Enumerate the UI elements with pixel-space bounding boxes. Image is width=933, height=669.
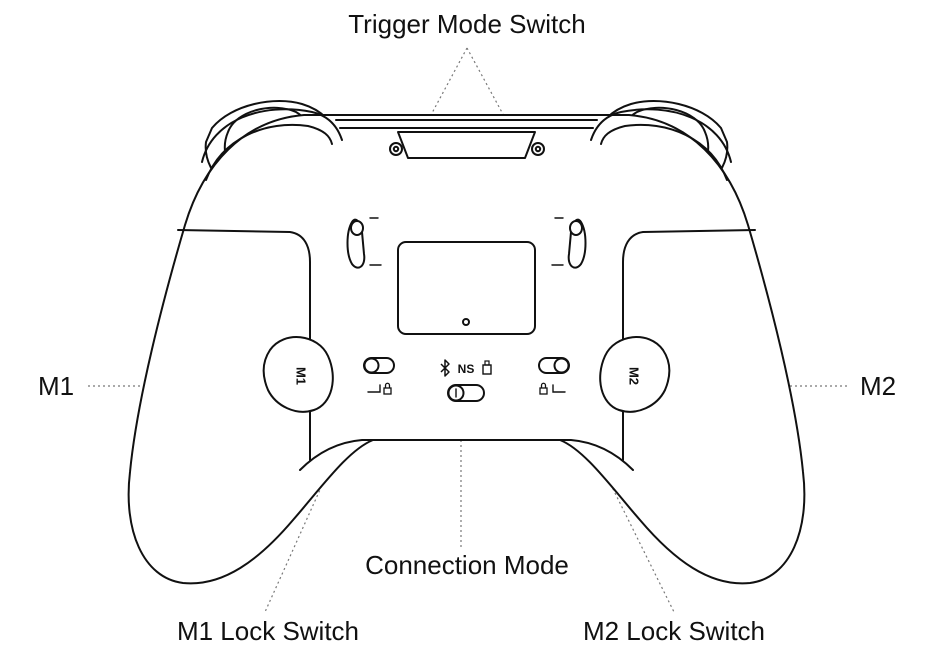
usb-icon xyxy=(482,360,492,375)
right-grip-seam xyxy=(622,229,756,461)
top-center-notch xyxy=(397,131,536,159)
label-trigger-mode-switch: Trigger Mode Switch xyxy=(348,9,585,39)
battery-cover-hole xyxy=(462,318,470,326)
trigger-mode-switch-left[interactable] xyxy=(346,217,382,269)
connection-mode-switch[interactable]: NS xyxy=(440,359,492,402)
m1-button-shape[interactable] xyxy=(262,336,334,413)
left-grip-seam xyxy=(177,229,311,461)
left-bumper xyxy=(201,108,343,163)
m1-button-text: M1 xyxy=(294,367,309,385)
right-bumper xyxy=(590,108,732,163)
bluetooth-icon xyxy=(440,359,450,377)
connection-mode-ns-text: NS xyxy=(458,362,475,376)
m2-lock-switch-knob[interactable] xyxy=(553,357,570,374)
label-m2: M2 xyxy=(860,371,896,401)
battery-cover xyxy=(397,241,536,335)
controller-shell xyxy=(127,114,806,585)
lock-icon xyxy=(383,382,392,395)
screw-right-center xyxy=(534,145,542,153)
leader-m1-lock xyxy=(264,371,374,613)
trigger-switch-left-knob[interactable] xyxy=(350,220,364,236)
m1-button[interactable]: M1 xyxy=(262,336,334,413)
m1-lock-unlock-mark xyxy=(367,384,381,393)
left-bumper-inner xyxy=(205,124,333,181)
screw-left-center xyxy=(392,145,400,153)
m2-button[interactable]: M2 xyxy=(599,336,671,413)
label-m2-lock-switch: M2 Lock Switch xyxy=(583,616,765,646)
m2-lock-unlock-mark xyxy=(552,384,566,393)
label-connection-mode: Connection Mode xyxy=(365,550,569,580)
trigger-mode-switch-right[interactable] xyxy=(551,217,587,269)
label-m1: M1 xyxy=(38,371,74,401)
lower-arch xyxy=(299,439,634,471)
m2-lock-switch[interactable] xyxy=(538,357,570,395)
right-bumper-inner xyxy=(600,124,728,181)
lock-icon xyxy=(539,382,548,395)
trigger-switch-right-knob[interactable] xyxy=(569,220,583,236)
m1-lock-switch[interactable] xyxy=(363,357,395,395)
controller-body xyxy=(127,100,806,585)
m1-lock-switch-knob[interactable] xyxy=(363,357,380,374)
m2-button-shape[interactable] xyxy=(599,336,671,413)
m2-button-text: M2 xyxy=(627,367,642,385)
label-m1-lock-switch: M1 Lock Switch xyxy=(177,616,359,646)
